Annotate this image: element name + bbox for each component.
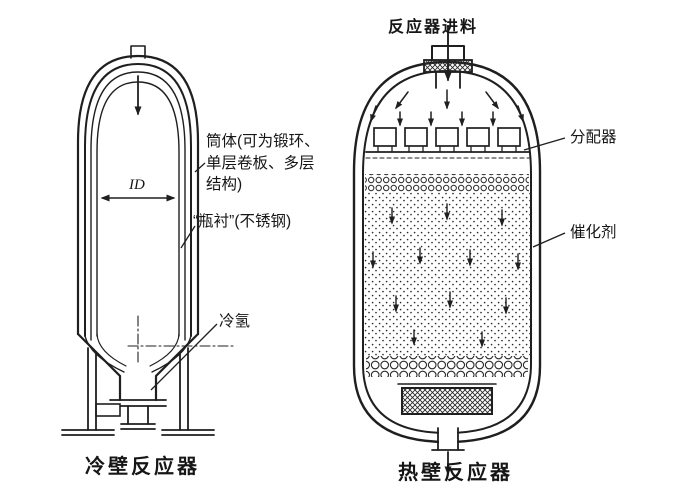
top-ball-layer — [365, 174, 529, 192]
cold-hydrogen-label: 冷氢 — [219, 313, 251, 330]
bottom-ball-layer — [366, 356, 528, 377]
liner-label: “瓶衬”(不锈钢) — [193, 213, 292, 230]
distributor-label: 分配器 — [570, 129, 617, 146]
outlet-collector — [401, 387, 493, 415]
hot-wall-reactor-drawing — [352, 25, 542, 476]
dome-flow-arrows — [370, 89, 524, 127]
outlet-nozzle — [431, 427, 465, 476]
catalyst-label: 催化剂 — [570, 224, 617, 241]
shell-label: 筒体(可为锻环、单层卷板、多层结构) — [206, 133, 320, 194]
shell-leader-line — [194, 162, 206, 173]
inner-diameter-label: ID — [129, 177, 145, 193]
hot-wall-leader-lines — [523, 137, 566, 248]
cold-wall-leader-lines — [150, 162, 218, 391]
cold-wall-reactor-drawing — [61, 45, 237, 436]
feed-nozzle — [423, 25, 473, 89]
distributor-caps — [365, 127, 530, 159]
catalyst-leader-line — [532, 232, 566, 248]
hot-wall-reactor-caption: 热壁反应器 — [398, 462, 513, 484]
feed-label: 反应器进料 — [388, 19, 479, 36]
bed-flow-arrows — [370, 203, 521, 348]
distributor-leader-line — [523, 137, 566, 151]
cold-wall-reactor-caption: 冷壁反应器 — [85, 456, 200, 478]
cold-hydrogen-leader-line — [150, 323, 218, 391]
liner-leader-line — [180, 225, 196, 249]
